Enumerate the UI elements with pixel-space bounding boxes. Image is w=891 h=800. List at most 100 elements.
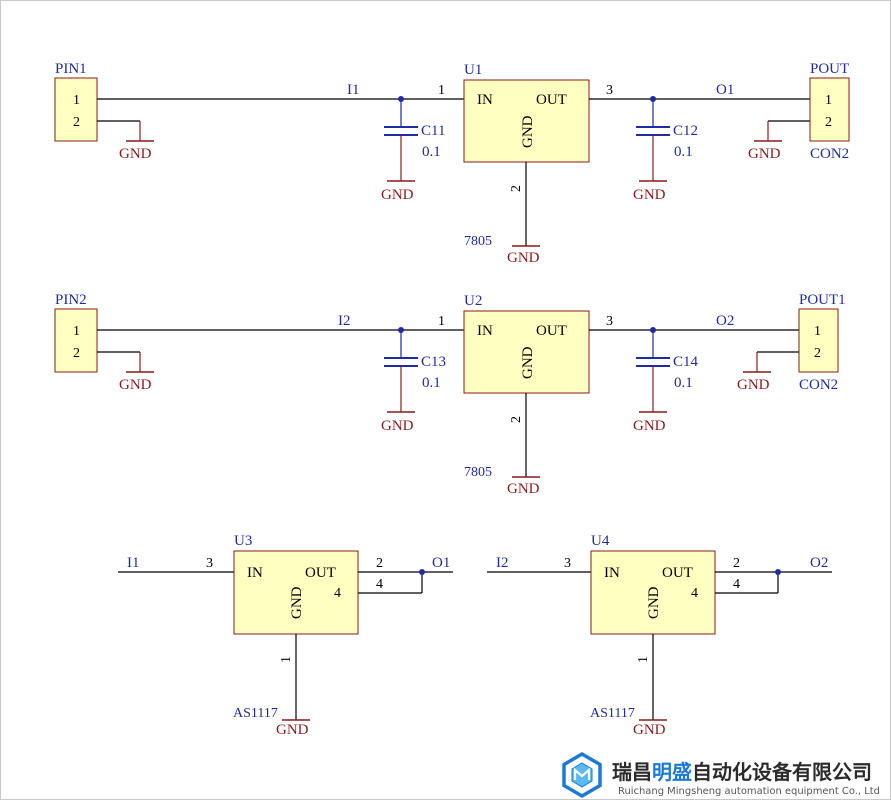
gnd-label: GND [633, 187, 666, 203]
u2-in-label: IN [477, 323, 493, 339]
capacitor-c12[interactable]: C12 0.1 GND [633, 99, 698, 203]
connector-pout[interactable]: POUT 1 2 CON2 [809, 61, 850, 162]
pin2-pin-2: 2 [73, 346, 80, 361]
net-label-o2: O2 [716, 313, 734, 329]
junction [419, 569, 425, 575]
u4-pin-out-number: 2 [733, 556, 740, 571]
u3-pin-in-number: 3 [206, 556, 213, 571]
c11-designator: C11 [421, 123, 445, 139]
regulator-u1[interactable]: U1 IN OUT GND [463, 62, 590, 163]
u1-in-label: IN [477, 92, 493, 108]
net-label-o1: O1 [716, 82, 734, 98]
u3-comment: AS1117 [233, 706, 278, 721]
gnd-label: GND [119, 146, 152, 162]
u4-designator: U4 [591, 533, 610, 549]
u4-pin-tab-number: 4 [733, 577, 740, 592]
u2-designator: U2 [464, 293, 482, 309]
u4-out-label: OUT [662, 565, 693, 581]
net-label-i1: I1 [127, 555, 140, 571]
connector-pout1[interactable]: POUT1 1 2 CON2 [798, 292, 846, 393]
pout1-pin-2: 2 [814, 346, 821, 361]
u1-pin-out-number: 3 [606, 83, 613, 98]
section-u1: PIN1 1 2 GND I1 1 C11 0.1 GND U1 IN [54, 61, 850, 266]
u1-gnd-label: GND [520, 115, 536, 148]
u3-designator: U3 [234, 533, 252, 549]
pout-pin-1: 1 [825, 93, 832, 108]
c13-value: 0.1 [422, 375, 441, 391]
u2-gnd-label: GND [520, 346, 536, 379]
net-label-i2: I2 [338, 313, 351, 329]
pin1-pin-2: 2 [73, 115, 80, 130]
section-u3: I1 3 U3 IN OUT 4 GND 2 4 O1 1 AS1117 GND [118, 533, 453, 738]
section-u2: PIN2 1 2 GND I2 1 C13 0.1 GND U2 IN OUT … [54, 292, 846, 497]
pout-pin-2: 2 [825, 115, 832, 130]
c13-designator: C13 [421, 354, 446, 370]
gnd-label: GND [381, 187, 414, 203]
u4-pin-in-number: 3 [564, 556, 571, 571]
pin1-designator: PIN1 [55, 61, 87, 77]
u3-tab-label: 4 [334, 586, 341, 601]
u4-in-label: IN [604, 565, 620, 581]
u1-designator: U1 [464, 62, 482, 78]
net-label-i1: I1 [347, 82, 360, 98]
pout1-pin-1: 1 [814, 324, 821, 339]
capacitor-c13[interactable]: C13 0.1 GND [381, 330, 446, 434]
u4-tab-label: 4 [691, 586, 698, 601]
gnd-label: GND [633, 418, 666, 434]
u3-in-label: IN [247, 565, 263, 581]
u2-comment: 7805 [464, 465, 492, 480]
regulator-u4[interactable]: U4 IN OUT 4 GND [590, 533, 716, 635]
gnd-label: GND [748, 146, 781, 162]
net-label-i2: I2 [496, 555, 509, 571]
u3-pin-out-number: 2 [376, 556, 383, 571]
pin2-pin-1: 1 [73, 324, 80, 339]
u2-out-label: OUT [536, 323, 567, 339]
pout1-comment: CON2 [799, 377, 838, 393]
u2-pin-out-number: 3 [606, 314, 613, 329]
pin1-pin-1: 1 [73, 93, 80, 108]
company-watermark: 瑞昌明盛自动化设备有限公司 Ruichang Mingsheng automat… [562, 751, 880, 799]
company-name-cn: 瑞昌明盛自动化设备有限公司 [612, 760, 872, 784]
c12-designator: C12 [673, 123, 698, 139]
regulator-u2[interactable]: U2 IN OUT GND [463, 293, 590, 394]
capacitor-c11[interactable]: C11 0.1 GND [381, 99, 445, 203]
pout-designator: POUT [810, 61, 849, 77]
u4-pin-gnd-number: 1 [636, 656, 651, 663]
u3-gnd-label: GND [289, 586, 305, 619]
gnd-label: GND [381, 418, 414, 434]
gnd-label: GND [737, 377, 770, 393]
net-label-o2: O2 [810, 555, 828, 571]
gnd-label: GND [119, 377, 152, 393]
net-label-o1: O1 [432, 555, 450, 571]
u1-out-label: OUT [536, 92, 567, 108]
c11-value: 0.1 [422, 144, 441, 160]
gnd-label: GND [276, 722, 309, 738]
u2-pin-in-number: 1 [438, 314, 445, 329]
c12-value: 0.1 [674, 144, 693, 160]
u1-pin-in-number: 1 [438, 83, 445, 98]
capacitor-c14[interactable]: C14 0.1 GND [633, 330, 699, 434]
junction [775, 569, 781, 575]
company-name-en: Ruichang Mingsheng automation equipment … [618, 786, 880, 797]
c14-designator: C14 [673, 354, 699, 370]
u3-pin-gnd-number: 1 [279, 656, 294, 663]
u1-comment: 7805 [464, 234, 492, 249]
pout-comment: CON2 [810, 146, 849, 162]
u4-gnd-label: GND [646, 586, 662, 619]
company-logo-icon [562, 751, 602, 799]
pin2-designator: PIN2 [55, 292, 87, 308]
gnd-label: GND [507, 481, 540, 497]
pout1-designator: POUT1 [799, 292, 846, 308]
connector-pin1[interactable]: PIN1 1 2 [54, 61, 98, 142]
section-u4: I2 3 U4 IN OUT 4 GND 2 4 O2 1 AS1117 GND [487, 533, 832, 738]
u2-pin-gnd-number: 2 [509, 416, 524, 423]
connector-pin2[interactable]: PIN2 1 2 [54, 292, 98, 373]
gnd-label: GND [507, 250, 540, 266]
u4-comment: AS1117 [590, 706, 635, 721]
u1-pin-gnd-number: 2 [509, 185, 524, 192]
gnd-label: GND [633, 722, 666, 738]
u3-pin-tab-number: 4 [376, 577, 383, 592]
u3-out-label: OUT [305, 565, 336, 581]
